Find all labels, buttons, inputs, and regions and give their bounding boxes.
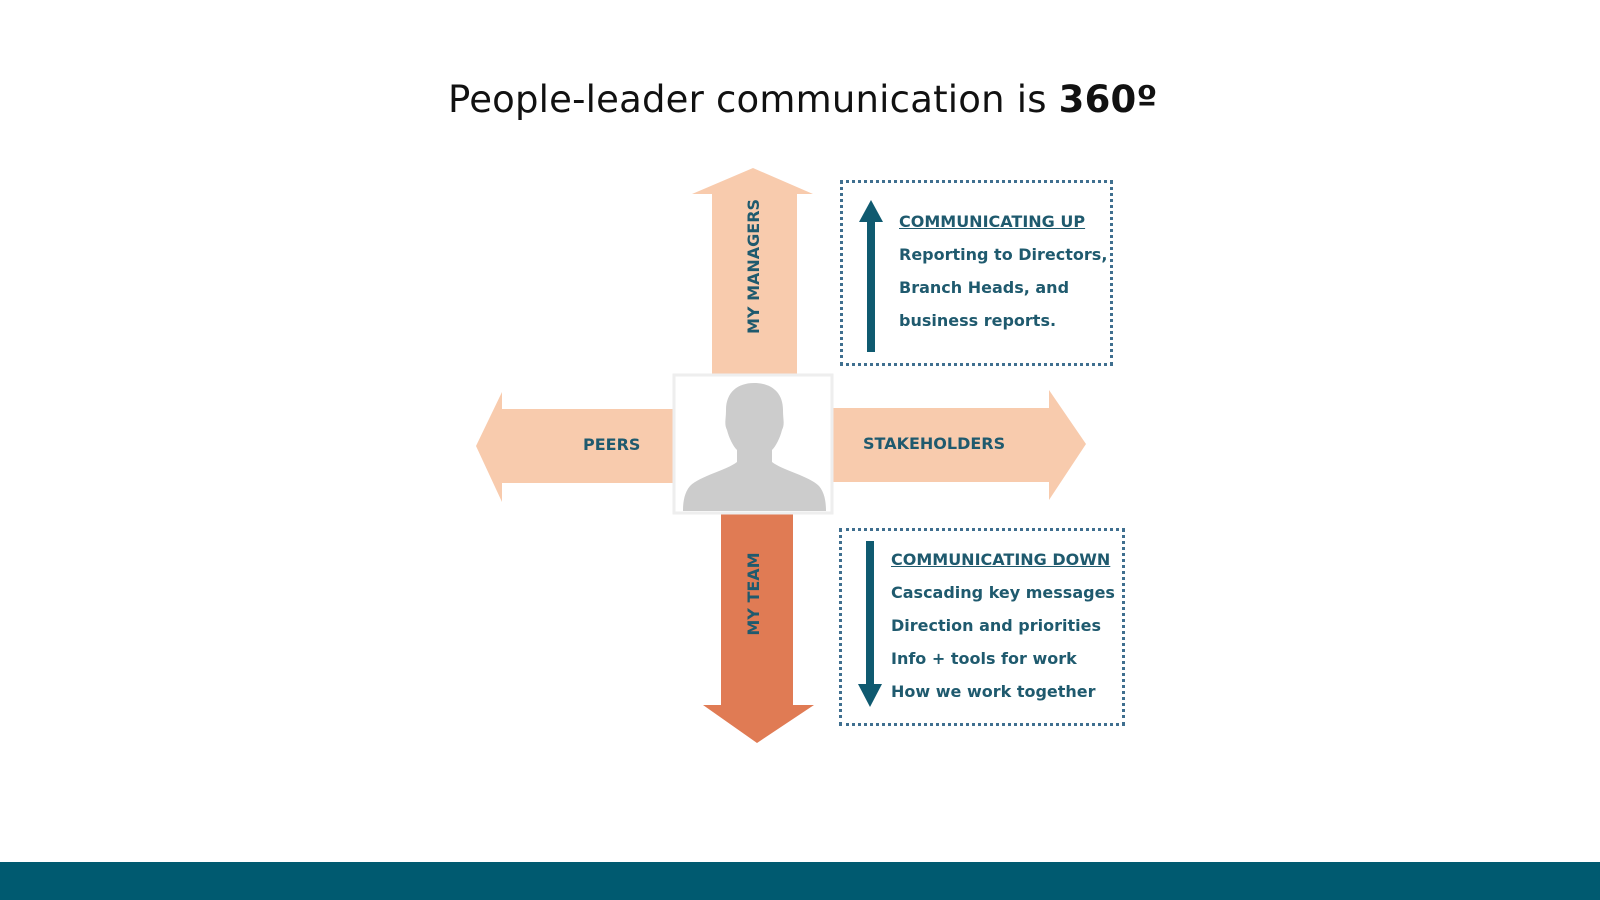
- up-line-2: Branch Heads, and: [899, 278, 1070, 297]
- communicating-down-text: COMMUNICATING DOWN Cascading key message…: [891, 543, 1115, 708]
- communicating-down-heading: COMMUNICATING DOWN: [891, 550, 1111, 569]
- up-line-3: business reports.: [899, 311, 1057, 330]
- down-direction-arrow: [858, 541, 882, 707]
- down-line-1: Cascading key messages: [891, 583, 1115, 602]
- communicating-down-box: [839, 528, 1125, 726]
- footer-bar: [0, 862, 1600, 900]
- right-arrow: [832, 390, 1086, 500]
- communicating-up-box: [840, 180, 1113, 366]
- down-line-3: Info + tools for work: [891, 649, 1077, 668]
- title-prefix: People-leader communication is: [448, 78, 1059, 121]
- up-line-1: Reporting to Directors,: [899, 245, 1108, 264]
- title-emphasis: 360º: [1058, 78, 1158, 121]
- left-arrow: [476, 392, 674, 502]
- up-arrow: [692, 168, 813, 374]
- up-direction-arrow: [859, 200, 883, 352]
- down-line-4: How we work together: [891, 682, 1096, 701]
- label-stakeholders: STAKEHOLDERS: [863, 434, 1006, 453]
- down-line-2: Direction and priorities: [891, 616, 1101, 635]
- communicating-up-text: COMMUNICATING UP Reporting to Directors,…: [899, 205, 1107, 337]
- slide-title: People-leader communication is 360º: [448, 78, 1158, 121]
- label-my-team: MY TEAM: [744, 552, 763, 636]
- communicating-up-heading: COMMUNICATING UP: [899, 212, 1086, 231]
- label-my-managers: MY MANAGERS: [744, 198, 763, 334]
- label-peers: PEERS: [583, 435, 641, 454]
- person-silhouette-icon: [683, 383, 826, 511]
- down-arrow: [703, 513, 814, 743]
